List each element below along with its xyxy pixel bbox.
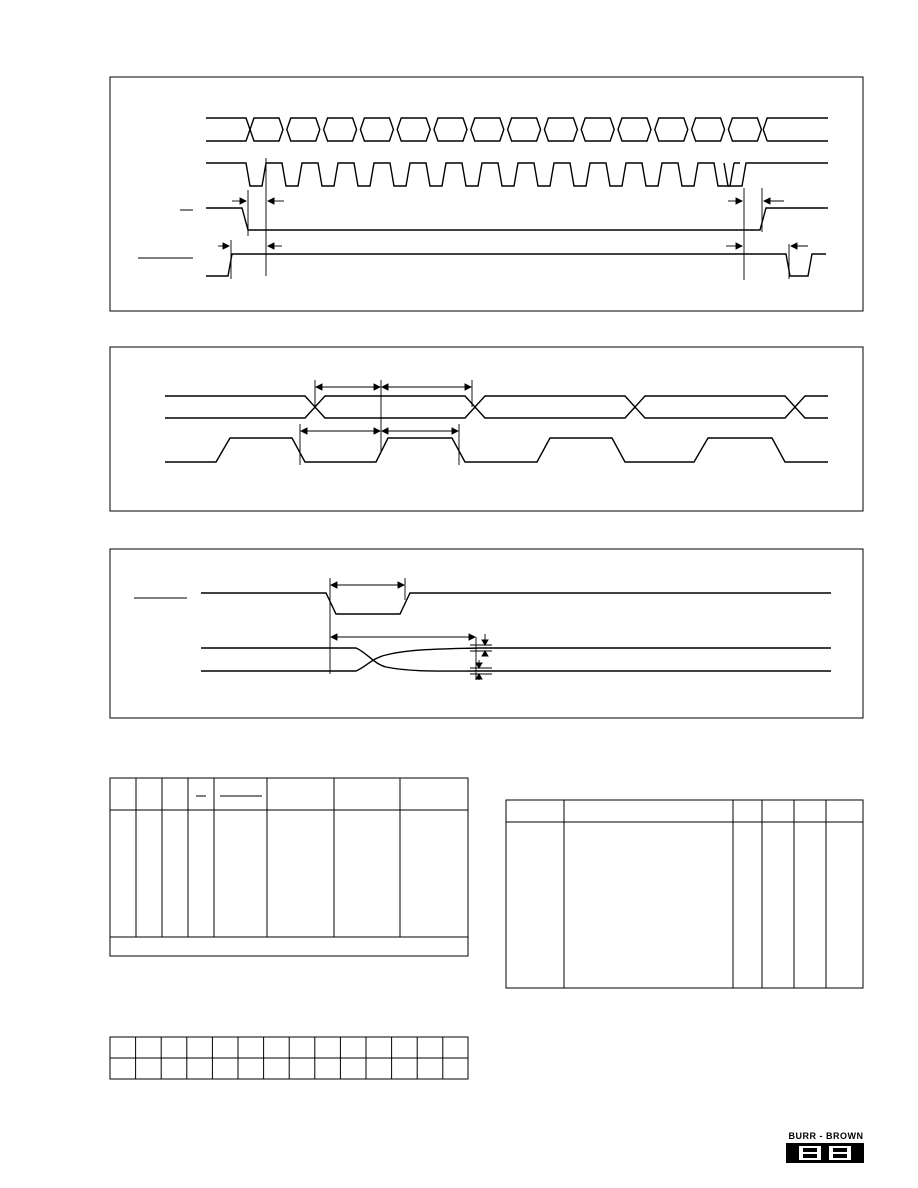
data-bit-cell (690, 117, 726, 142)
data-bit-cell (543, 117, 579, 142)
strobe-pulse-waveform (201, 592, 831, 615)
data-bit-cell (359, 117, 395, 142)
setup-hold-arrows (299, 383, 473, 435)
clock-waveform (206, 162, 828, 187)
data-bit-cell (396, 117, 431, 142)
truth-table (109, 777, 469, 957)
timing-diagram-serial-interface (109, 76, 864, 312)
bit-map-table (109, 1036, 469, 1080)
timing-reference-lines (230, 158, 790, 280)
timing-arrows (218, 197, 808, 250)
data-bit-cell (580, 117, 615, 142)
clock-tail (723, 162, 828, 187)
data-bit-cell (506, 117, 542, 142)
data-bit-cell (470, 117, 505, 142)
output-transition-waveform (201, 647, 831, 672)
setup-hold-reference-lines (299, 380, 473, 465)
timing-diagram-setup-hold (109, 346, 864, 512)
chip-select-waveform (206, 207, 828, 231)
burr-brown-logo (786, 1143, 864, 1163)
data-bit-cell (433, 117, 468, 142)
data-bit-cell (322, 117, 358, 142)
strobe-waveform (206, 253, 826, 277)
data-bus-ends (206, 117, 828, 142)
settling-arrows (329, 581, 489, 680)
data-bit-cell (617, 117, 652, 142)
data-bit-cell (249, 117, 284, 142)
timing-diagram-output-settling (109, 548, 864, 719)
pin-description-table (505, 799, 864, 989)
data-bit-cell (286, 117, 321, 142)
clock-waveform-2 (165, 437, 828, 463)
data-waveform (165, 395, 828, 419)
logo-company-name: BURR - BROWN (788, 1131, 864, 1141)
data-bit-cell (727, 117, 763, 142)
data-bit-cell (654, 117, 689, 142)
clock-pulses (206, 162, 740, 187)
settling-reference-lines (329, 578, 492, 680)
data-bus-waveform (206, 117, 828, 142)
